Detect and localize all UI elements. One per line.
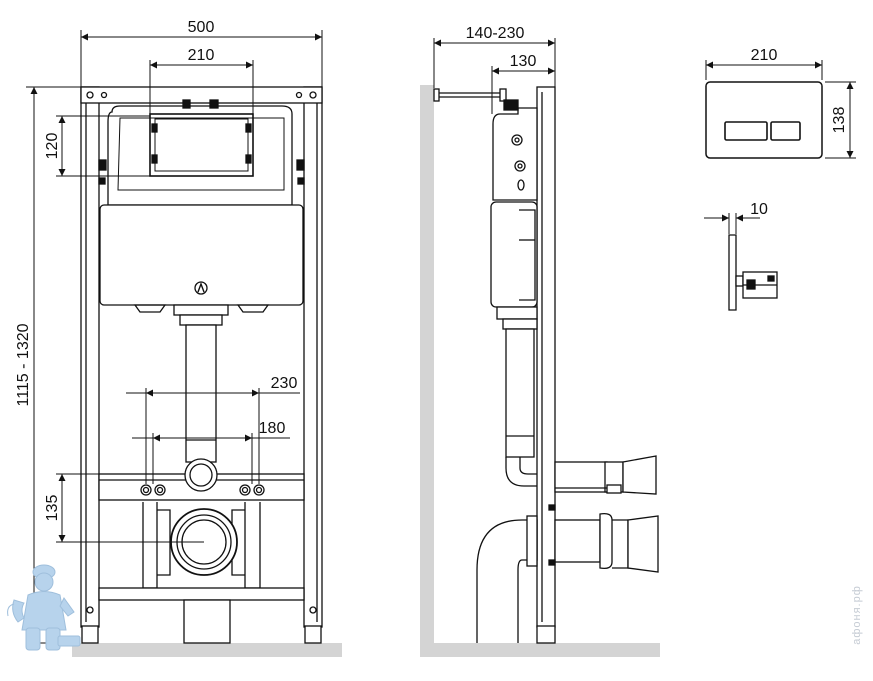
- flush-plate-dimensions: [705, 60, 856, 159]
- frame-right-post: [303, 86, 323, 628]
- front-dimensions: [26, 30, 323, 644]
- side-dimensions: [433, 38, 556, 114]
- dim-spacing-outer: 230: [271, 375, 298, 392]
- watermark-text: афоня.рф: [851, 585, 863, 645]
- side-floor: [420, 643, 660, 657]
- flush-plate-side-dimensions: [704, 213, 760, 234]
- side-cistern-tank: [490, 201, 538, 308]
- side-cistern: [492, 107, 538, 201]
- frame-left-foot: [81, 625, 99, 644]
- side-frame-post: [536, 86, 556, 628]
- frame-right-foot: [304, 625, 322, 644]
- cistern-opening: [149, 113, 254, 177]
- side-view: [420, 85, 660, 657]
- flush-plate-face: [705, 81, 823, 159]
- dim-height-range: 1115 - 1320: [15, 323, 32, 406]
- flush-button-small: [770, 121, 801, 141]
- dim-panel-offset: 120: [44, 133, 61, 160]
- dim-plate-width: 210: [751, 47, 778, 64]
- flush-plate: [705, 81, 823, 159]
- dim-depth-min: 130: [510, 53, 537, 70]
- dim-width-total: 500: [188, 19, 215, 36]
- plumber-mascot-icon: [7, 564, 81, 651]
- wall: [420, 85, 434, 655]
- side-flush-pipe: [505, 328, 535, 458]
- dim-plate-thickness: 10: [750, 201, 768, 218]
- dim-depth-range: 140-230: [466, 25, 525, 42]
- dim-spacing-inner: 180: [259, 420, 286, 437]
- flush-button-large: [724, 121, 768, 141]
- dim-plate-height: 138: [831, 107, 848, 134]
- cistern-valve: [194, 281, 208, 295]
- dim-outlet-height: 135: [44, 495, 61, 522]
- frame-top-bar: [80, 86, 323, 104]
- frame-left-post: [80, 86, 100, 628]
- dim-width-inner: 210: [188, 47, 215, 64]
- cistern-tank: [99, 204, 304, 306]
- front-view: [72, 86, 342, 657]
- frame-bottom-bar: [98, 587, 305, 601]
- flush-plate-side: [728, 234, 778, 311]
- front-floor: [72, 643, 342, 657]
